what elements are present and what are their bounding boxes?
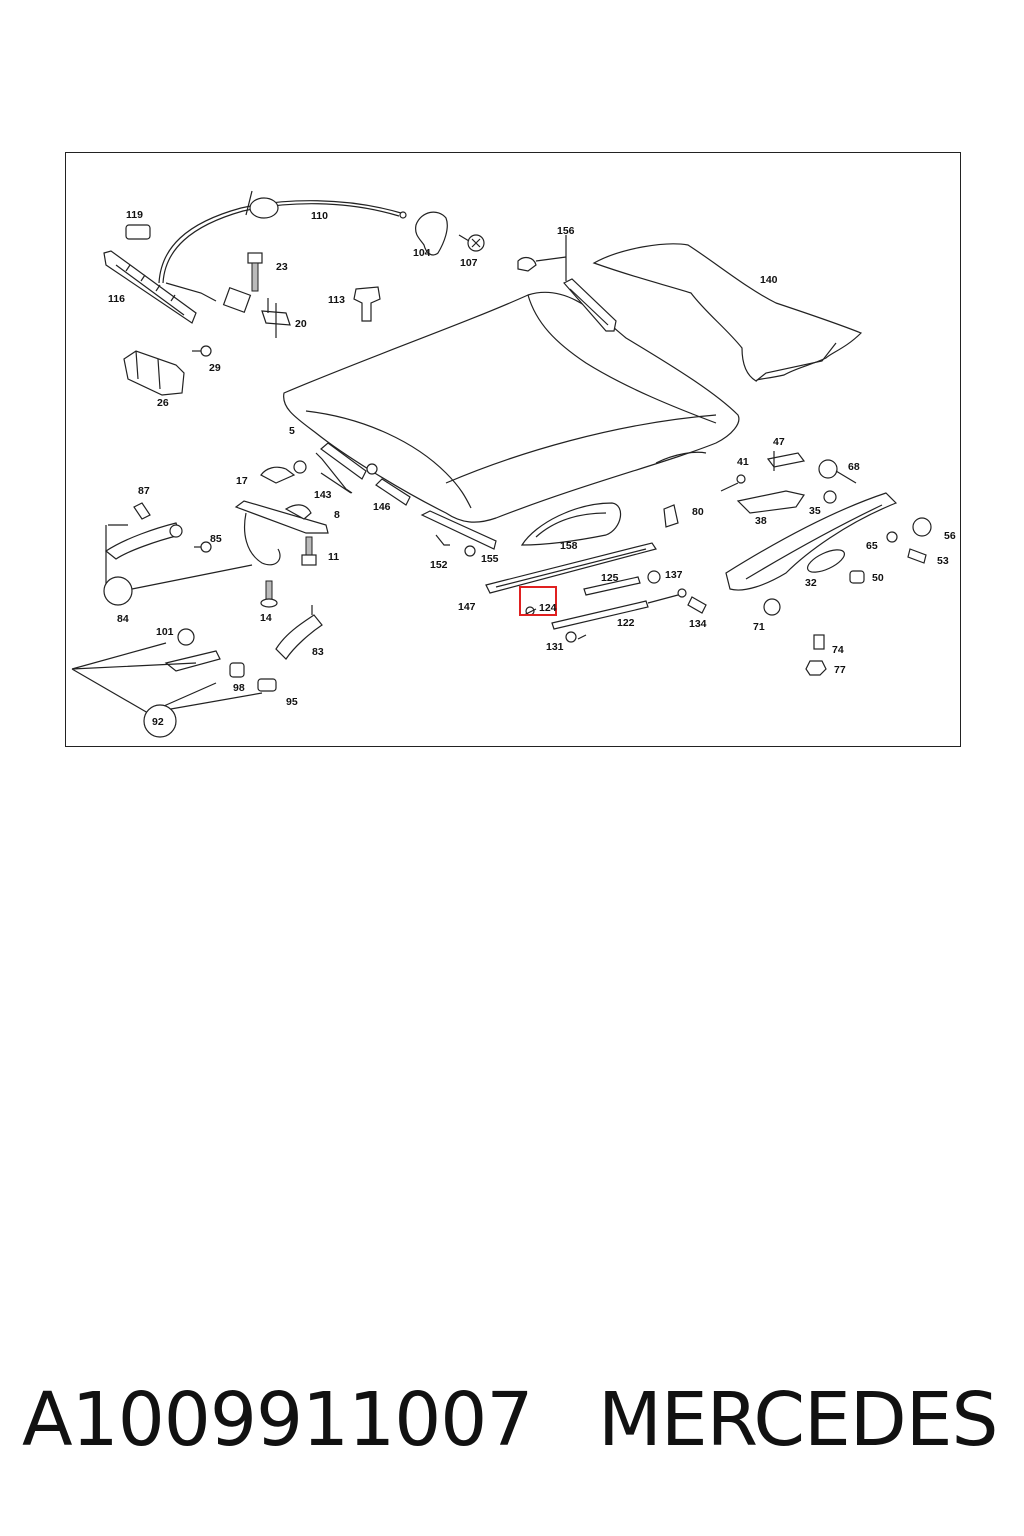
label-74: 74 (832, 644, 844, 656)
label-80: 80 (692, 506, 704, 518)
caption-bar: A1009911007 MERCEDES (0, 1370, 1024, 1470)
bolt-23 (247, 252, 263, 292)
label-32: 32 (805, 577, 817, 589)
label-14: 14 (260, 612, 272, 624)
label-146: 146 (373, 501, 391, 513)
label-71: 71 (753, 621, 765, 633)
bracket-83 (275, 605, 323, 660)
hinge-cover-143 (315, 442, 378, 494)
label-35: 35 (809, 505, 821, 517)
label-68: 68 (848, 461, 860, 473)
label-143: 143 (314, 489, 332, 501)
label-11: 11 (328, 551, 339, 563)
label-101: 101 (156, 626, 174, 638)
label-23: 23 (276, 261, 288, 273)
bolt-11 (301, 536, 317, 566)
label-47: 47 (773, 436, 785, 448)
washer-nozzle-156 (517, 235, 617, 332)
label-113: 113 (328, 294, 345, 306)
label-53: 53 (937, 555, 949, 567)
label-155: 155 (481, 553, 499, 565)
label-8: 8 (334, 509, 340, 521)
label-77: 77 (834, 664, 846, 676)
label-158: 158 (560, 540, 578, 552)
screw-107 (458, 234, 485, 252)
release-lever-104 (415, 211, 448, 256)
label-17: 17 (236, 475, 248, 487)
bracket-125 (583, 576, 641, 596)
label-124: 124 (539, 602, 557, 614)
label-104: 104 (413, 247, 431, 259)
label-20: 20 (295, 318, 307, 330)
hinge-arm-32 (725, 492, 898, 591)
bracket-26 (123, 350, 185, 396)
label-65: 65 (866, 540, 878, 552)
hinge-8 (234, 460, 329, 566)
fasteners-right (763, 517, 932, 676)
gas-strut-122 (485, 542, 687, 643)
clip-113 (353, 286, 381, 322)
rivet-85 (194, 541, 212, 553)
label-147: 147 (458, 601, 476, 613)
part-number: A1009911007 (22, 1377, 533, 1463)
label-85: 85 (210, 533, 222, 545)
exploded-parts-diagram: 119 110 104 107 156 140 23 116 20 113 29… (71, 190, 956, 738)
hinge-assembly-84 (103, 502, 253, 606)
label-134: 134 (689, 618, 707, 630)
item-124-part (523, 606, 537, 616)
nut-137 (647, 570, 661, 584)
label-84: 84 (117, 613, 129, 625)
label-107: 107 (460, 257, 478, 269)
guide-rail-116 (103, 250, 197, 324)
highlight-box-124 (519, 586, 557, 616)
label-137: 137 (665, 569, 683, 581)
bracket-20 (261, 298, 291, 338)
screw-14 (260, 580, 278, 608)
hinge-bracket-group (720, 451, 857, 514)
rivet-29 (192, 345, 212, 357)
brand-name: MERCEDES (598, 1377, 998, 1463)
label-92: 92 (152, 716, 164, 728)
label-122: 122 (617, 617, 635, 629)
label-116: 116 (108, 293, 125, 305)
label-140: 140 (760, 274, 778, 286)
release-cable (158, 190, 407, 313)
label-5: 5 (289, 425, 295, 437)
label-41: 41 (737, 456, 749, 468)
clip-80 (663, 504, 679, 528)
label-87: 87 (138, 485, 150, 497)
hood-insulation-mat (592, 243, 863, 383)
label-95: 95 (286, 696, 298, 708)
seal-146 (375, 478, 411, 506)
label-125: 125 (601, 572, 619, 584)
cowl-panel-158 (520, 502, 622, 546)
label-98: 98 (233, 682, 245, 694)
seal-strip-152 (420, 510, 497, 557)
bolt-134 (687, 596, 707, 614)
label-110: 110 (311, 210, 328, 222)
label-38: 38 (755, 515, 767, 527)
cap-119 (125, 224, 151, 240)
parts-diagram-frame: 119 110 104 107 156 140 23 116 20 113 29… (65, 152, 961, 747)
label-156: 156 (557, 225, 575, 237)
label-56: 56 (944, 530, 956, 542)
label-50: 50 (872, 572, 884, 584)
label-83: 83 (312, 646, 324, 658)
label-29: 29 (209, 362, 221, 374)
label-152: 152 (430, 559, 448, 571)
hood-stop-group-92 (71, 628, 277, 738)
hood-panel (283, 291, 740, 523)
label-26: 26 (157, 397, 169, 409)
label-131: 131 (546, 641, 564, 653)
label-119: 119 (126, 209, 143, 221)
